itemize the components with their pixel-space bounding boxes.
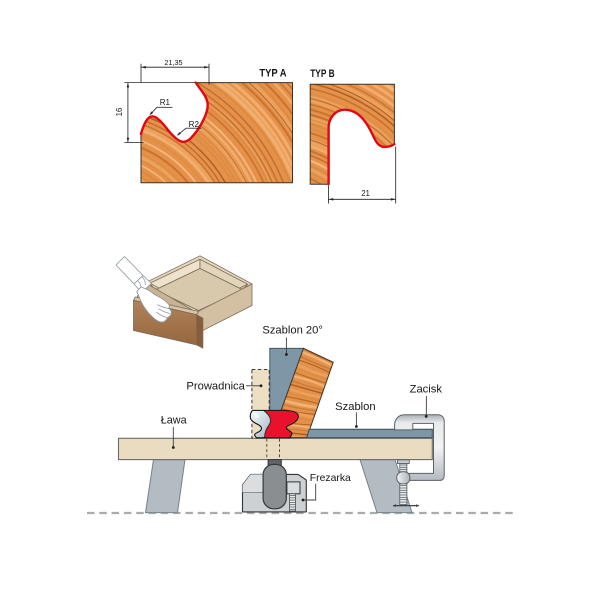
- svg-text:Szablon: Szablon: [335, 401, 375, 413]
- svg-text:TYP A: TYP A: [259, 68, 286, 80]
- svg-text:Zacisk: Zacisk: [410, 384, 443, 396]
- svg-text:21,35: 21,35: [164, 58, 182, 67]
- svg-text:TYP B: TYP B: [310, 68, 334, 80]
- svg-text:Szablon 20°: Szablon 20°: [262, 325, 322, 337]
- svg-text:16: 16: [115, 108, 124, 117]
- svg-text:Ława: Ława: [161, 414, 187, 426]
- svg-text:R1: R1: [160, 98, 171, 107]
- svg-text:Frezarka: Frezarka: [310, 473, 351, 484]
- svg-text:Prowadnica: Prowadnica: [186, 380, 245, 392]
- svg-text:R2: R2: [189, 120, 200, 129]
- svg-text:21: 21: [361, 188, 370, 198]
